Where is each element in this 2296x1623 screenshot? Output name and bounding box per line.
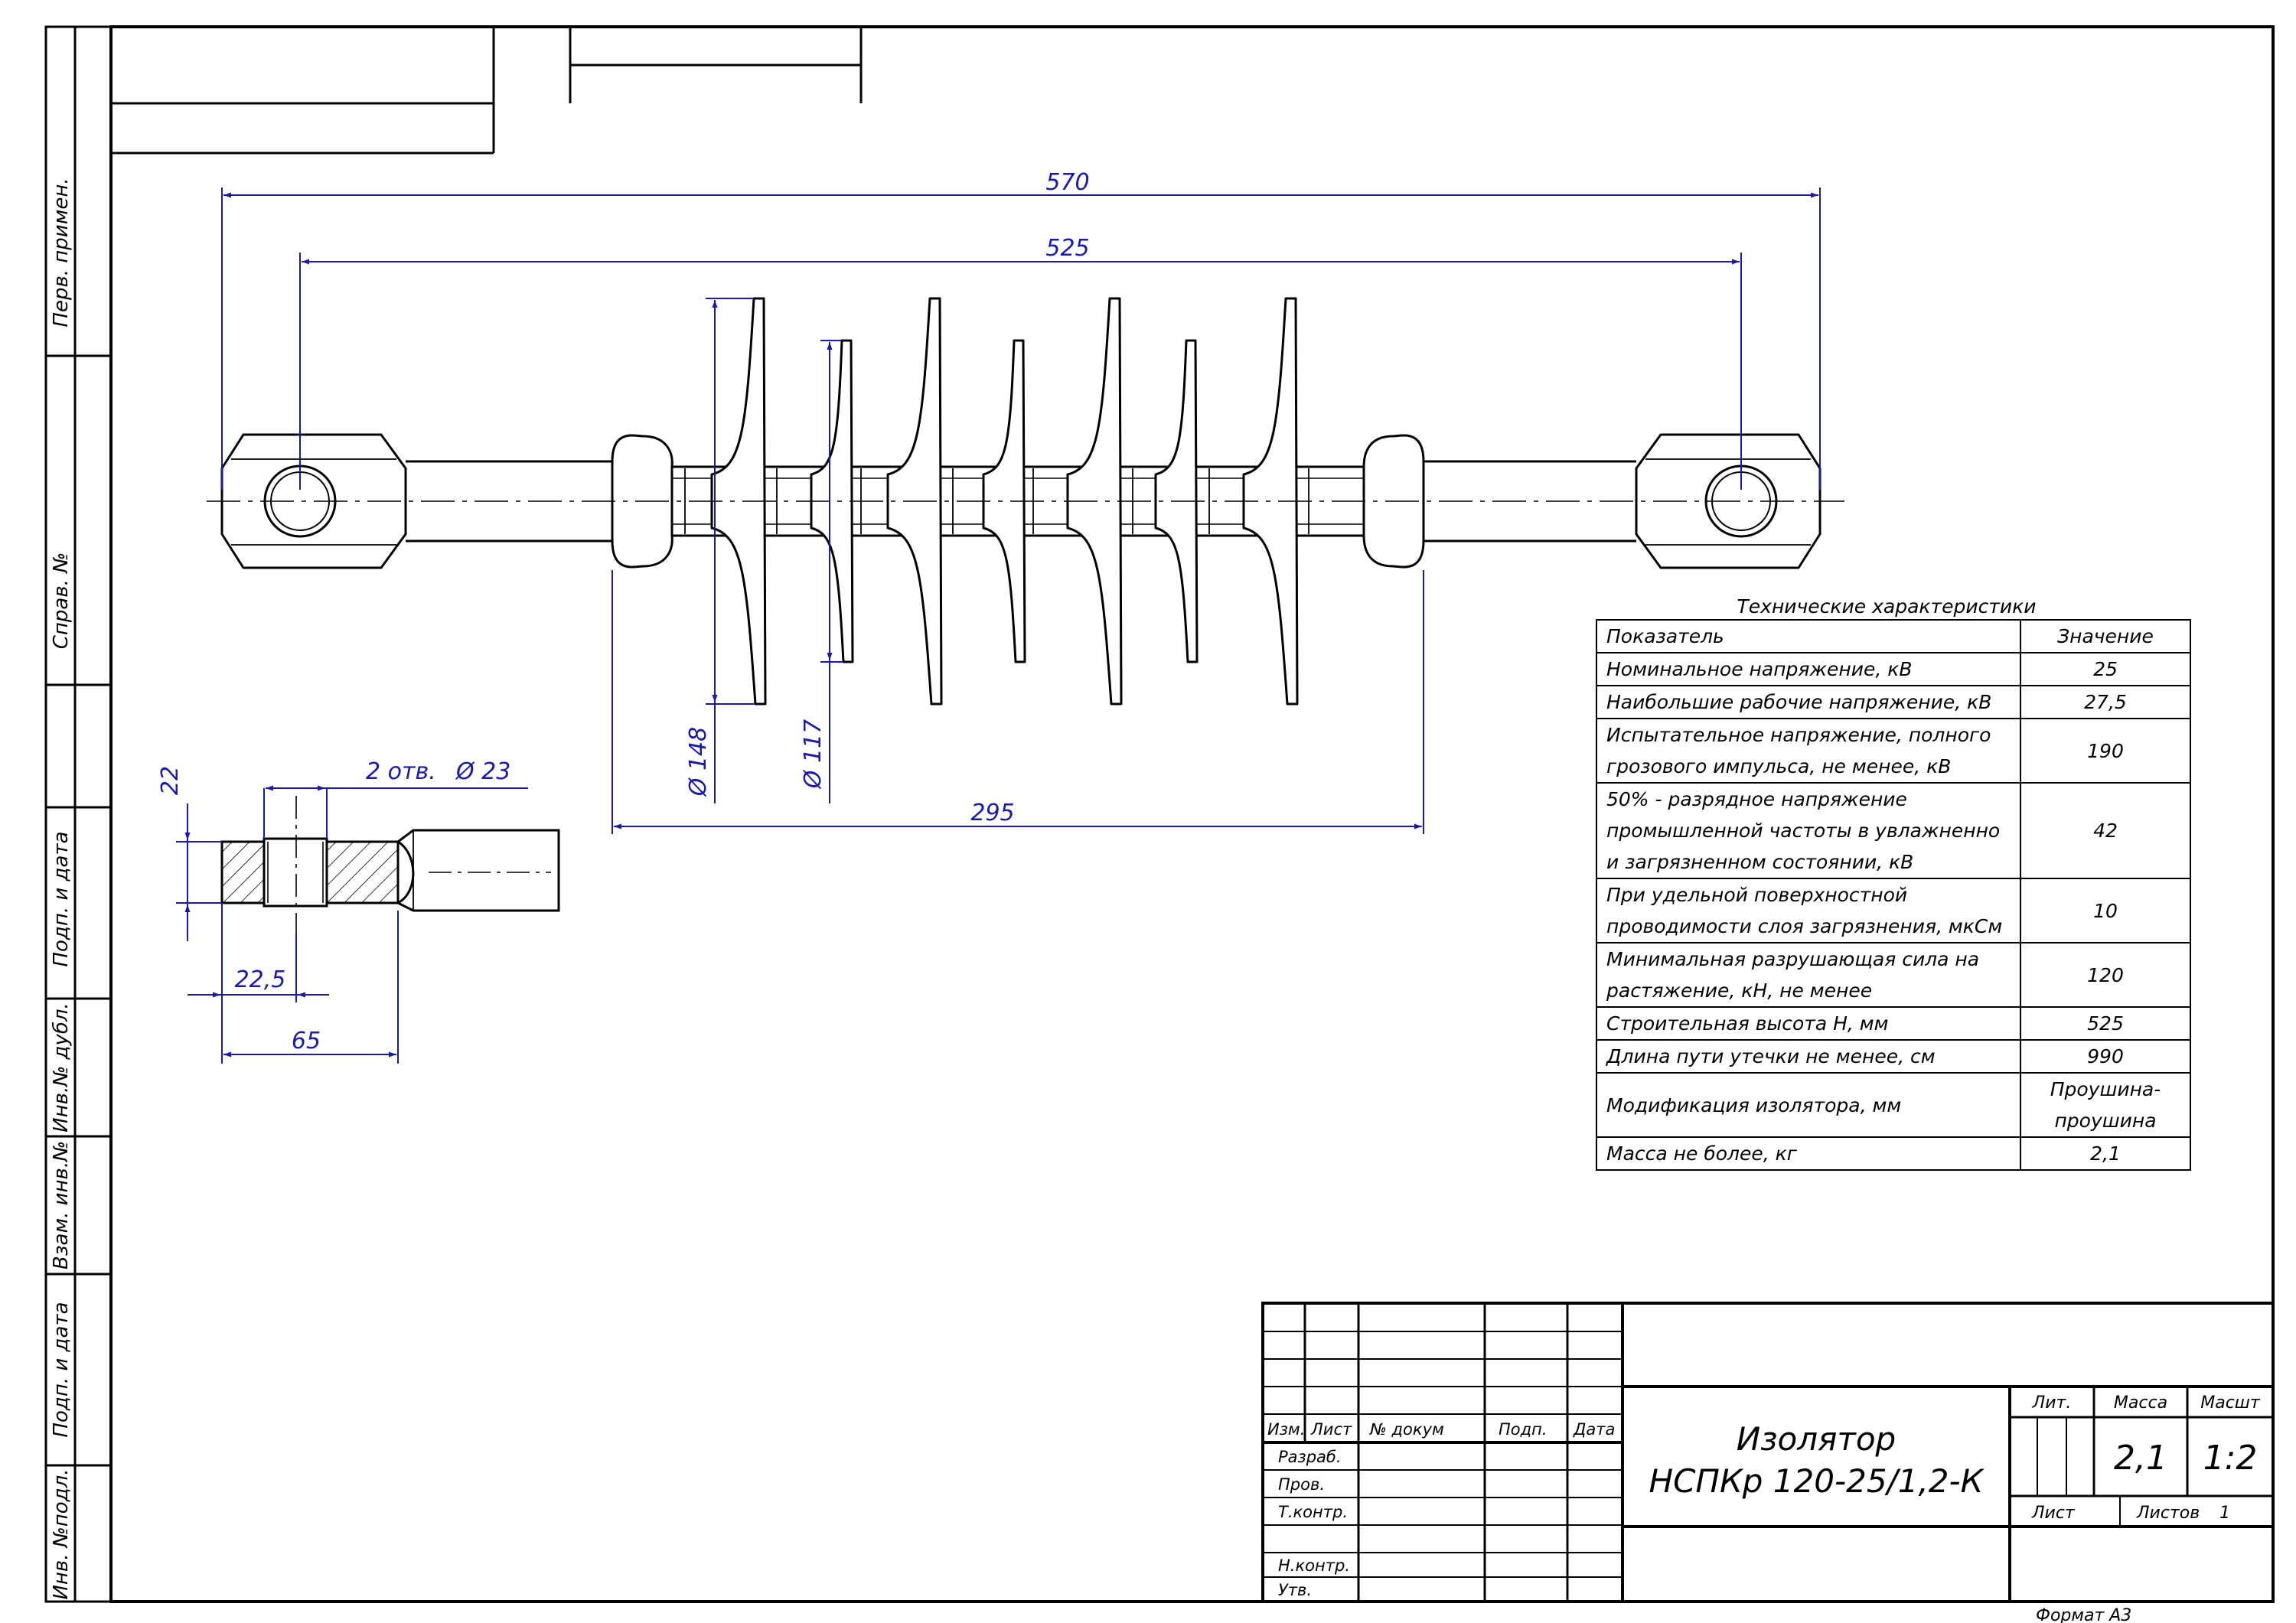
table-row: 50% - разрядное напряжение промышленной … — [1596, 782, 2191, 879]
sidebar-label-inv-dubl: Инв.№ дубл. — [50, 1002, 73, 1133]
dim-22-label: 22 — [157, 766, 184, 795]
tech-param: Строительная высота Н, мм — [1596, 1006, 2021, 1041]
row-prov: Пров. — [1278, 1475, 1325, 1494]
tech-param: Длина пути утечки не менее, см — [1596, 1039, 2021, 1074]
tech-characteristics: Технические характеристики Показатель Зн… — [1596, 595, 2191, 1171]
title-block-text: Изм. Лист № докум Подп. Дата Разраб. Про… — [1267, 1393, 2261, 1623]
mass-value: 2,1 — [2114, 1439, 2167, 1478]
scale-label: Масшт — [2200, 1393, 2261, 1413]
tech-value: Проушина-проушина — [2020, 1072, 2191, 1138]
lit-label: Лит. — [2032, 1393, 2072, 1413]
dim-117-label: Ø 117 — [800, 719, 827, 790]
dim-570-label: 570 — [1045, 169, 1089, 196]
tech-param: Номинальное напряжение, кВ — [1596, 652, 2021, 686]
sidebar-label-inv-podl: Инв. №подл. — [50, 1468, 73, 1599]
section-dimensions — [176, 785, 528, 1064]
sheets-label: Листов — [2136, 1504, 2200, 1523]
col-izm: Изм. — [1267, 1420, 1305, 1439]
tech-header-value: Значение — [2020, 619, 2191, 653]
sidebar-label-podp-data-1: Подп. и дата — [50, 831, 73, 966]
tech-value: 2,1 — [2020, 1136, 2191, 1171]
dim-65-label: 65 — [292, 1028, 321, 1054]
sidebar-label-podp-data-2: Подп. и дата — [50, 1302, 73, 1437]
table-row: Наибольшие рабочие напряжение, кВ 27,5 — [1596, 685, 2191, 719]
row-razrab: Разраб. — [1278, 1448, 1342, 1466]
sheet-label: Лист — [2031, 1504, 2076, 1523]
table-row: Модификация изолятора, мм Проушина-проуш… — [1596, 1072, 2191, 1138]
dim-148-label: Ø 148 — [685, 727, 712, 797]
sidebar-label-vzam-inv: Взам. инв.№ — [50, 1141, 73, 1269]
tech-value: 25 — [2020, 652, 2191, 686]
tech-param: Масса не более, кг — [1596, 1136, 2021, 1171]
top-stamp — [111, 27, 863, 155]
tech-value: 990 — [2020, 1039, 2191, 1074]
holes-note-label: 2 отв. — [366, 758, 436, 785]
table-row: Длина пути утечки не менее, см 990 — [1596, 1039, 2191, 1074]
table-row: При удельной поверхностной проводимости … — [1596, 878, 2191, 943]
main-dimensions — [221, 187, 1821, 834]
col-list: Лист — [1310, 1420, 1352, 1439]
table-row: Испытательное напряжение, полного грозов… — [1596, 718, 2191, 784]
tech-table-header: Показатель Значение — [1596, 619, 2191, 653]
tech-param: Модификация изолятора, мм — [1596, 1072, 2021, 1138]
table-row: Номинальное напряжение, кВ 25 — [1596, 652, 2191, 686]
sheet-frame — [44, 25, 2275, 1603]
tech-param: 50% - разрядное напряжение промышленной … — [1596, 782, 2021, 879]
title-block — [1261, 1302, 2275, 1603]
dim-22-5-label: 22,5 — [235, 966, 286, 993]
drawing-title-line-2: НСПКр 120-25/1,2-К — [1649, 1462, 1985, 1500]
sidebar-label-sprav-no: Справ. № — [50, 552, 73, 649]
sheets-value: 1 — [2219, 1504, 2230, 1523]
sidebar-labels: Перв. примен. Справ. № Подп. и дата Инв.… — [50, 178, 73, 1599]
dim-525-label: 525 — [1045, 235, 1089, 262]
row-nkontr: Н.контр. — [1278, 1556, 1350, 1575]
tech-value: 120 — [2020, 942, 2191, 1008]
row-tkontr: Т.контр. — [1278, 1503, 1348, 1521]
tech-value: 10 — [2020, 878, 2191, 943]
table-row: Масса не более, кг 2,1 — [1596, 1136, 2191, 1171]
tech-header-param: Показатель — [1596, 619, 2021, 653]
table-row: Минимальная разрушающая сила на растяжен… — [1596, 942, 2191, 1008]
row-utv: Утв. — [1278, 1581, 1312, 1599]
scale-value: 1:2 — [2203, 1439, 2258, 1478]
tech-table: Показатель Значение Номинальное напряжен… — [1596, 619, 2191, 1171]
tech-param: При удельной поверхностной проводимости … — [1596, 878, 2021, 943]
tech-value: 190 — [2020, 718, 2191, 784]
drawing-title-line-1: Изолятор — [1737, 1420, 1896, 1458]
shed-small-2 — [982, 339, 1026, 663]
col-docum: № докум — [1369, 1420, 1444, 1439]
format-label: Формат А3 — [2036, 1606, 2131, 1623]
holes-diameter-label: Ø 23 — [455, 758, 510, 785]
tech-value: 525 — [2020, 1006, 2191, 1041]
tech-value: 27,5 — [2020, 685, 2191, 719]
shed-large-1 — [710, 297, 767, 706]
tech-param: Испытательное напряжение, полного грозов… — [1596, 718, 2021, 784]
main-dimension-labels: 570 525 Ø 148 Ø 117 295 — [685, 169, 1090, 826]
col-data: Дата — [1573, 1420, 1615, 1439]
table-row: Строительная высота Н, мм 525 — [1596, 1006, 2191, 1041]
tech-value: 42 — [2020, 782, 2191, 879]
section-detail — [220, 829, 560, 912]
sidebar-label-perv-primen: Перв. примен. — [50, 178, 73, 327]
col-podp: Подп. — [1499, 1420, 1548, 1439]
tech-param: Минимальная разрушающая сила на растяжен… — [1596, 942, 2021, 1008]
mass-label: Масса — [2114, 1393, 2167, 1413]
dim-295-label: 295 — [970, 800, 1014, 826]
section-dimension-labels: 2 отв. Ø 23 22 22,5 65 — [157, 758, 510, 1054]
tech-param: Наибольшие рабочие напряжение, кВ — [1596, 685, 2021, 719]
tech-table-caption: Технические характеристики — [1737, 595, 2037, 618]
